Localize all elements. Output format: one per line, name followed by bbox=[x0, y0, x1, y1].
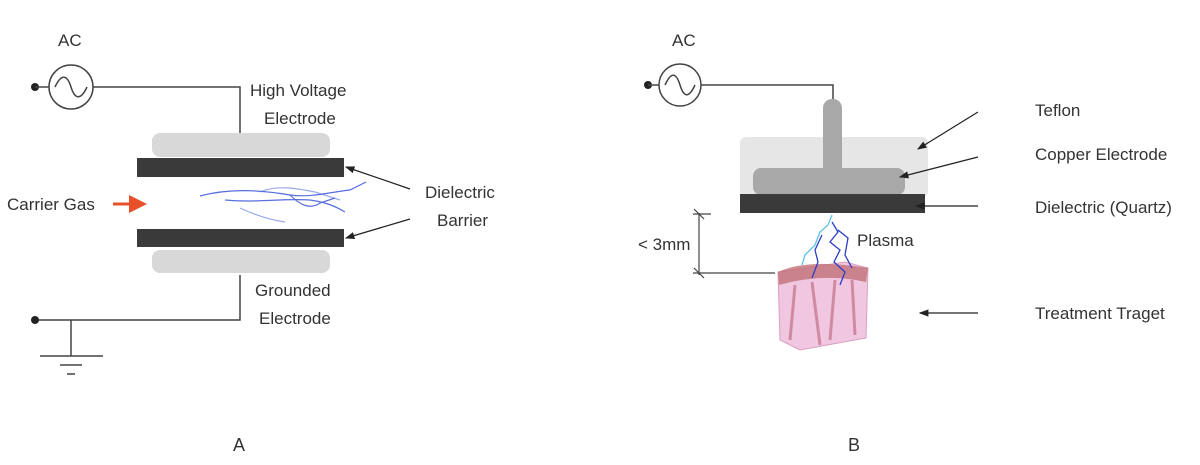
target-label: Treatment Traget bbox=[1035, 304, 1165, 323]
copper-label: Copper Electrode bbox=[1035, 145, 1167, 164]
caption-b: B bbox=[848, 435, 860, 455]
carrier-gas-label: Carrier Gas bbox=[7, 195, 95, 214]
hv-wire bbox=[93, 86, 241, 133]
dielectric-label-1: Dielectric bbox=[425, 183, 495, 202]
ac-source-icon bbox=[658, 63, 702, 107]
ac-source-icon bbox=[48, 64, 94, 110]
ac-label-b: AC bbox=[672, 31, 696, 50]
grounded-electrode bbox=[152, 250, 330, 273]
ac-label-a: AC bbox=[58, 31, 82, 50]
hv-label-2: Electrode bbox=[264, 109, 336, 128]
ground-icon bbox=[40, 320, 103, 375]
dielectric-bottom bbox=[137, 229, 344, 247]
caption-a: A bbox=[233, 435, 245, 455]
ground-wire bbox=[35, 275, 241, 321]
dielectric-quartz bbox=[740, 194, 925, 213]
electrode-stem bbox=[823, 99, 842, 179]
dielectric-quartz-label: Dielectric (Quartz) bbox=[1035, 198, 1172, 217]
plasma-discharge bbox=[801, 214, 853, 286]
dielectric-top bbox=[137, 158, 344, 177]
gap-dimension bbox=[693, 208, 775, 279]
grounded-label-2: Electrode bbox=[259, 309, 331, 328]
teflon-label: Teflon bbox=[1035, 101, 1080, 120]
plasma-label: Plasma bbox=[857, 231, 914, 250]
hv-electrode bbox=[152, 133, 330, 157]
plasma-discharge bbox=[199, 181, 367, 223]
grounded-label-1: Grounded bbox=[255, 281, 331, 300]
copper-electrode bbox=[753, 168, 905, 195]
panel-a: AC Carrier Gas High Voltage Electrode Di… bbox=[7, 31, 495, 455]
panel-b: AC Plasma < 3mm bbox=[638, 31, 1172, 455]
gap-label: < 3mm bbox=[638, 235, 690, 254]
hv-label-1: High Voltage bbox=[250, 81, 346, 100]
dielectric-label-2: Barrier bbox=[437, 211, 488, 230]
treatment-target-skin bbox=[777, 261, 869, 351]
